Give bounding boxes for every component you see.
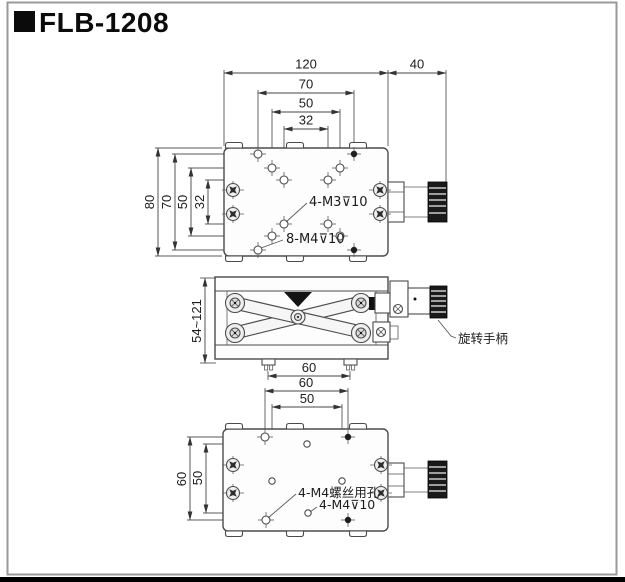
- label-clearance-holes: 4-M4螺丝用孔: [298, 485, 380, 500]
- mount-tab: [348, 255, 368, 263]
- mount-tab: [285, 530, 305, 538]
- leader-line: [309, 506, 318, 513]
- dim-height-80: 80: [142, 195, 157, 209]
- side-view-feet: [261, 358, 358, 371]
- mount-tab: [285, 422, 305, 430]
- bottom-view-callouts: 4-M4螺丝用孔 4-M4⊽10: [267, 485, 380, 519]
- pivot-bearing: [350, 292, 372, 314]
- bottom-view-drive: [387, 460, 448, 499]
- mount-tab: [285, 255, 305, 263]
- title-block: FLB-1208: [14, 7, 169, 38]
- handle-callout: 旋转手柄: [437, 319, 508, 346]
- knurled-knob: [429, 285, 448, 319]
- dim-span-50: 50: [299, 96, 313, 111]
- top-view-drive: [387, 181, 448, 223]
- dim-width-120: 120: [295, 57, 317, 72]
- dim-feet-span-60: 60: [302, 360, 316, 375]
- page-title: FLB-1208: [39, 7, 169, 38]
- label-tapped-holes: 4-M4⊽10: [319, 497, 375, 512]
- dim-span-32: 32: [299, 113, 313, 128]
- mount-tab: [348, 530, 368, 538]
- side-view: 54~121 60 旋转手柄: [189, 276, 508, 380]
- scissor-mechanism: [224, 292, 372, 344]
- center-pivot: [290, 309, 306, 325]
- mount-tab: [285, 141, 305, 149]
- mount-tab: [224, 255, 244, 263]
- label-rotary-handle: 旋转手柄: [458, 331, 508, 346]
- label-m3-holes: 4-M3⊽10: [309, 195, 368, 210]
- knurled-knob: [427, 181, 448, 223]
- leader-line: [267, 493, 297, 519]
- dim-height-range: 54~121: [189, 299, 204, 343]
- m4-clearance-hole: [304, 509, 312, 517]
- bottom-view-dimensions: 60 50 60 50: [174, 375, 349, 521]
- m4-clearance-hole: [303, 440, 311, 448]
- m4-clearance-hole: [268, 477, 276, 485]
- dim-span-50: 50: [300, 391, 314, 406]
- bottom-view: 60 50 60 50: [174, 375, 448, 538]
- knob-knurling: [429, 187, 446, 214]
- dim-vspan-70: 70: [159, 195, 174, 209]
- dim-vspan-50: 50: [190, 471, 205, 485]
- title-bullet-square: [14, 11, 35, 32]
- m4-clearance-hole: [338, 477, 346, 485]
- housing-screw: [375, 326, 387, 338]
- mount-tab: [224, 141, 244, 149]
- knob-knurling: [431, 290, 446, 313]
- leader-line: [437, 319, 457, 339]
- leader-line: [260, 239, 284, 249]
- coupling-block: [369, 297, 375, 310]
- pivot-bearing: [224, 292, 246, 314]
- pivot-bearing: [224, 322, 246, 344]
- pivot-bearing: [350, 322, 372, 344]
- mount-tab: [348, 422, 368, 430]
- dim-span-70: 70: [299, 77, 313, 92]
- side-view-dimensions: 54~121 60: [189, 277, 351, 380]
- mount-tab: [348, 141, 368, 149]
- bottom-black-bar: [0, 577, 625, 582]
- mount-tab: [224, 422, 244, 430]
- dim-vspan-50: 50: [175, 195, 190, 209]
- dim-vspan-60: 60: [174, 472, 189, 486]
- page-border: [6, 1, 618, 576]
- top-view-callouts: 4-M3⊽10 8-M4⊽10: [260, 195, 368, 249]
- top-view-dimensions: 120 40 70 50 32 80 70 50 32: [142, 57, 447, 257]
- label-m4-holes: 8-M4⊽10: [286, 232, 345, 247]
- dim-knob-40: 40: [410, 57, 424, 72]
- leader-line: [285, 202, 308, 223]
- side-view-drive: [369, 280, 448, 343]
- scissor-notch: [284, 292, 312, 307]
- housing-screw: [392, 303, 404, 315]
- knob-knurling: [429, 466, 446, 492]
- dim-span-60: 60: [299, 375, 313, 390]
- top-view: 120 40 70 50 32 80 70 50 32: [142, 57, 448, 263]
- mount-tab: [224, 530, 244, 538]
- dim-vspan-32: 32: [192, 195, 207, 209]
